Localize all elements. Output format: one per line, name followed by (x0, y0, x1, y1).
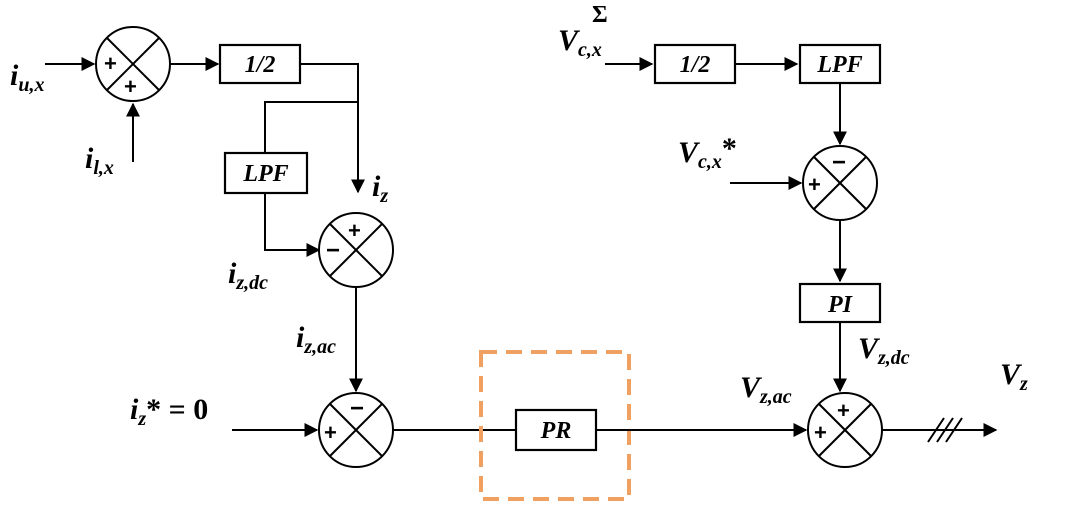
vc-sigma-main: V (558, 24, 581, 57)
iz-ref-label: iz* = 0 (130, 393, 208, 430)
vc-sigma-sup: Σ (592, 2, 608, 28)
wire-lpf-to-sum2 (264, 193, 321, 257)
iz-main: i (372, 170, 381, 203)
sum5-left-sign: + (814, 420, 827, 445)
iz-label: iz (372, 170, 388, 207)
lpf-block-voltage (798, 43, 882, 85)
iz-ac-sub: z,ac (303, 336, 336, 358)
iz-ref-main: i (130, 393, 139, 426)
vz-dc-label: Vz,dc (858, 332, 910, 369)
sum4-left-sign: + (808, 172, 821, 197)
vc-sigma-sub: c,x (578, 39, 602, 61)
pr-block (514, 408, 598, 452)
three-phase-slashes (927, 417, 963, 443)
half-block-current-label: 1/2 (245, 52, 276, 78)
sum-junction-1: + + (95, 26, 171, 102)
lpf-block-current-label: LPF (242, 161, 288, 187)
wire-half-to-sum2 (300, 63, 365, 194)
iu-label: iu,x (10, 59, 44, 96)
sum2-left-sign: − (326, 237, 340, 264)
sum4-top-sign: − (832, 149, 846, 176)
lpf-block-voltage-label: LPF (816, 52, 862, 78)
sum1-bottom-sign: + (124, 74, 137, 99)
iz-dc-label: iz,dc (228, 257, 268, 294)
vz-sub: z (1019, 373, 1028, 395)
iz-dc-main: i (228, 257, 237, 290)
vz-ac-main: V (740, 371, 763, 404)
iz-ac-label: iz,ac (296, 321, 336, 358)
iz-sub: z (379, 185, 388, 207)
iz-ref-tail: * = 0 (146, 393, 208, 426)
iu-main: i (10, 59, 19, 92)
vz-ac-label: Vz,ac (740, 371, 792, 408)
sum-junction-3: − + (318, 392, 394, 468)
wire-branch-to-lpf (264, 101, 358, 152)
iz-dc-sub: z,dc (235, 272, 268, 294)
sum-junction-2: + − (318, 212, 394, 288)
sum-junction-4: − + (802, 145, 878, 221)
lpf-block-current (223, 151, 309, 195)
il-label: il,x (85, 142, 114, 179)
vc-ref-sub: c,x (698, 151, 722, 173)
iu-sub: u,x (18, 74, 44, 96)
sum3-left-sign: + (324, 420, 337, 445)
half-block-voltage-label: 1/2 (680, 52, 711, 78)
vz-dc-sub: z,dc (877, 347, 910, 369)
vz-dc-main: V (858, 332, 881, 365)
vc-ref-label: Vc,x* (678, 132, 737, 173)
vz-ac-sub: z,ac (759, 386, 792, 408)
sum3-top-sign: − (350, 395, 364, 422)
vc-ref-tail: * (722, 132, 737, 165)
sum5-top-sign: + (837, 398, 850, 423)
iz-ref-sub: z (137, 408, 146, 430)
vc-sigma-label: Vc,x (558, 24, 602, 61)
vz-label: Vz (1000, 358, 1028, 395)
sum2-top-sign: + (348, 218, 361, 243)
il-sub: l,x (93, 157, 114, 179)
pi-block-label: PI (827, 292, 854, 318)
half-block-current (218, 43, 302, 85)
sum1-west-sign: + (104, 51, 117, 76)
sum-junction-5: + + (807, 392, 883, 468)
pr-block-label: PR (540, 418, 572, 444)
iz-ac-main: i (296, 321, 305, 354)
vz-main: V (1000, 358, 1023, 391)
vc-ref-main: V (678, 136, 701, 169)
il-main: i (85, 142, 94, 175)
